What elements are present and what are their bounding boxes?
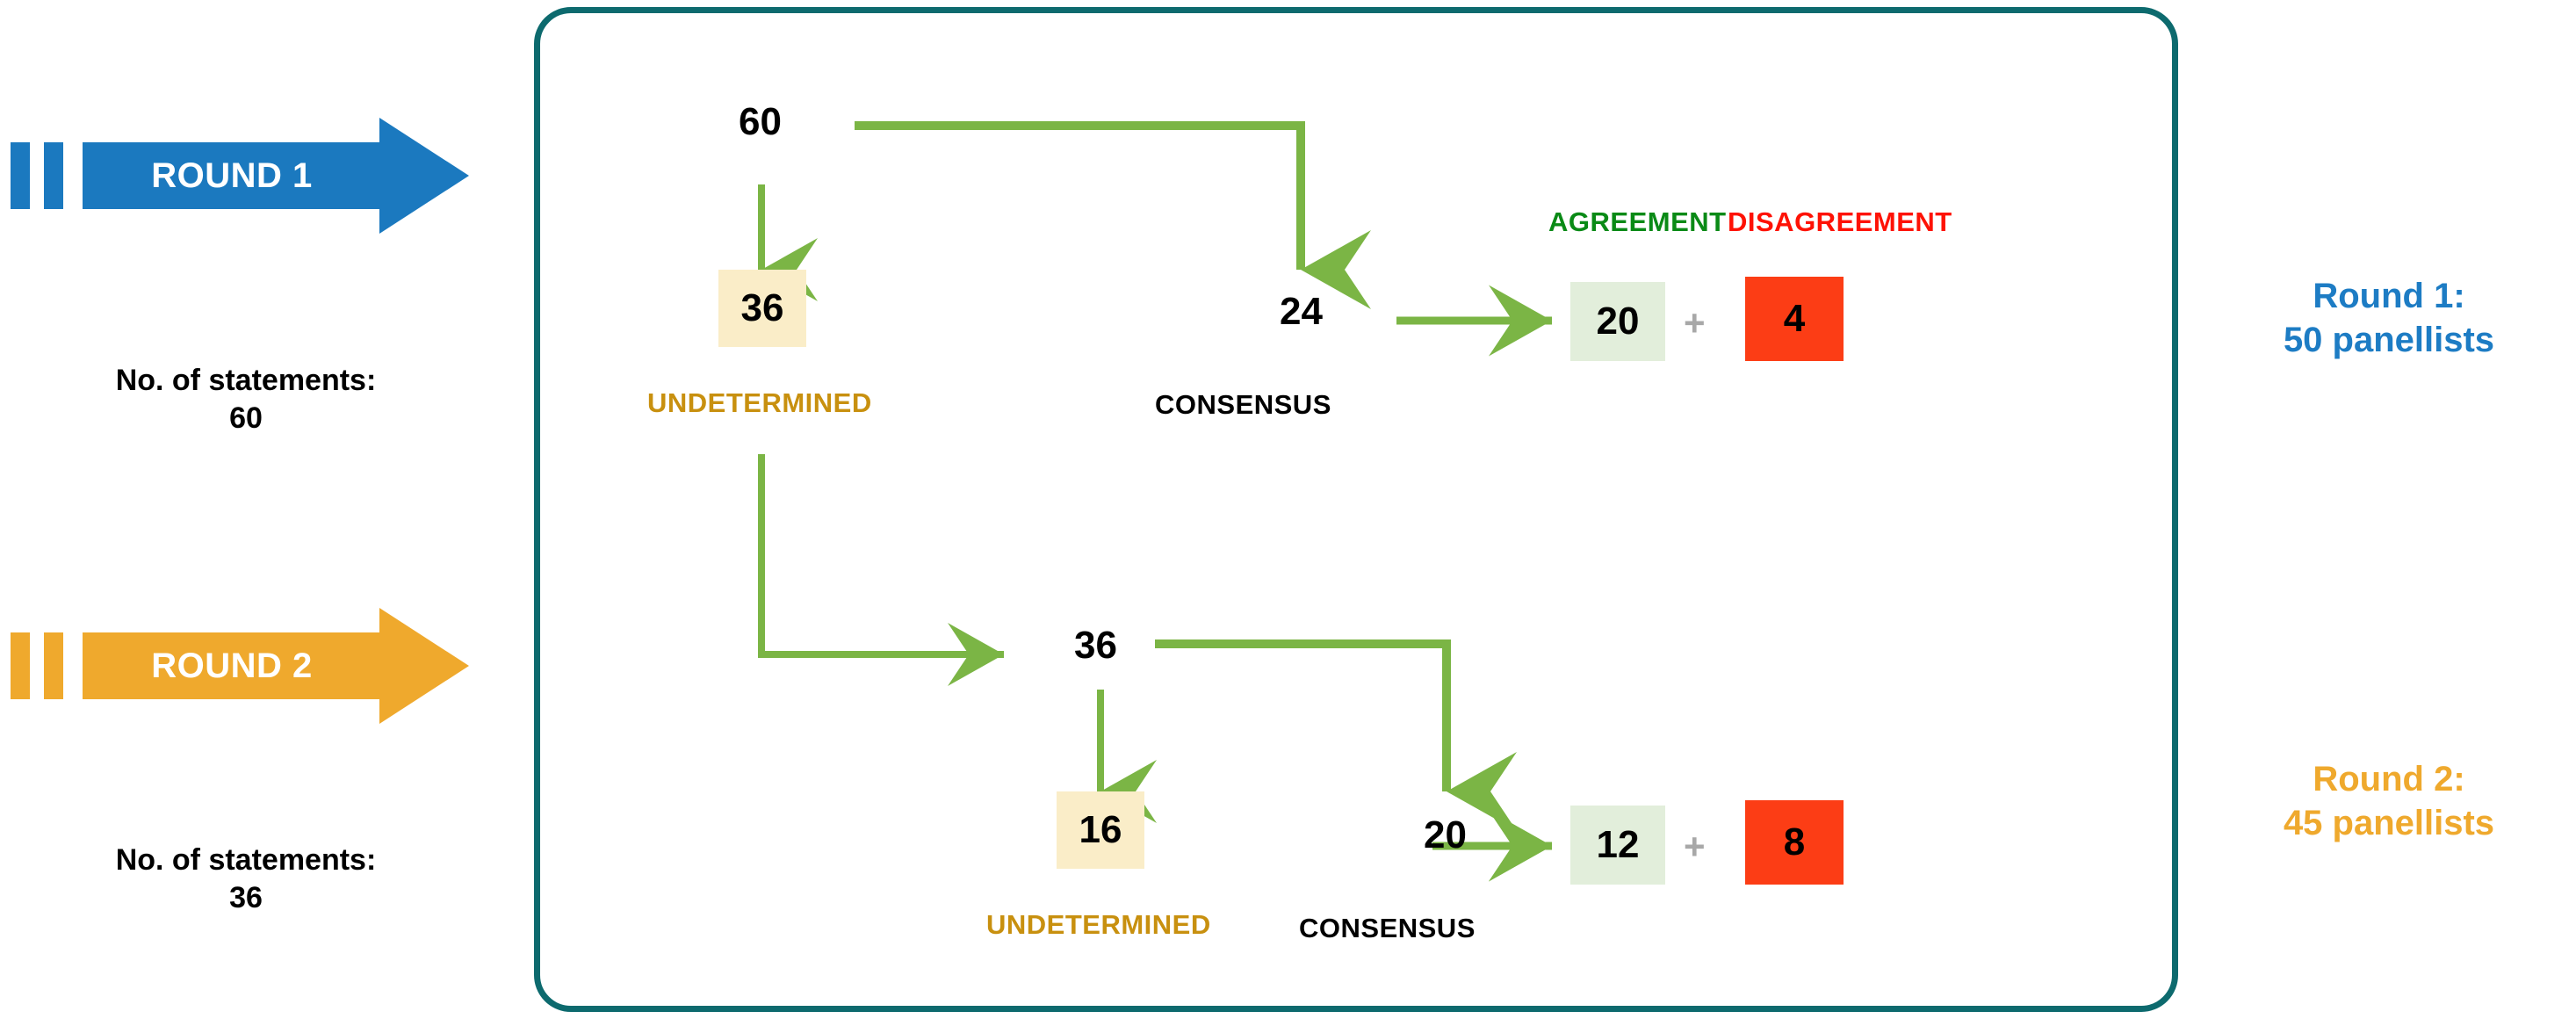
row2-agreement-value: 12 <box>1596 823 1640 866</box>
row2-undetermined-value: 16 <box>1079 808 1122 851</box>
round-2-statements-value: 36 <box>229 880 263 914</box>
round-2-statements: No. of statements: 36 <box>26 842 465 916</box>
row1-undetermined-caption: UNDETERMINED <box>647 387 872 418</box>
row2-plus-icon: + <box>1684 826 1706 867</box>
row2-consensus-caption: CONSENSUS <box>1299 913 1476 943</box>
round-2-arrow-head <box>379 608 469 724</box>
round-2-panellists-note: Round 2: 45 panellists <box>2213 757 2565 845</box>
row1-undetermined-box: 36 <box>718 270 806 347</box>
column-header-disagreement: DISAGREEMENT <box>1728 206 1952 237</box>
flow-panel: AGREEMENT DISAGREEMENT 60 36 UNDETERMINE… <box>534 7 2178 1012</box>
round-1-panellists-line2: 50 panellists <box>2283 321 2495 359</box>
round-1-statements-label: No. of statements: <box>115 364 377 397</box>
row2-undetermined-caption: UNDETERMINED <box>986 909 1211 940</box>
round-2-panellists-line2: 45 panellists <box>2283 804 2495 842</box>
row2-agreement-box: 12 <box>1570 806 1665 885</box>
round-1-statements-value: 60 <box>229 401 263 435</box>
connector-arrows <box>758 121 1552 882</box>
row1-input-value: 60 <box>739 100 782 143</box>
round-1-statements: No. of statements: 60 <box>26 362 465 437</box>
round-1-tail-bar-2 <box>44 142 63 209</box>
round-2-tail-bar-2 <box>44 632 63 699</box>
round-1-arrow-head <box>379 118 469 234</box>
row2-disagreement-value: 8 <box>1783 820 1806 863</box>
column-header-agreement: AGREEMENT <box>1548 206 1727 237</box>
row1-consensus-value: 24 <box>1280 290 1323 333</box>
round-2-arrow-body: ROUND 2 <box>83 608 469 724</box>
round-1-panellists-line1: Round 1: <box>2313 277 2465 315</box>
round-1-arrow-body: ROUND 1 <box>83 118 469 234</box>
round-2-panellists-line1: Round 2: <box>2313 760 2465 798</box>
round-1-arrow-label: ROUND 1 <box>151 155 313 195</box>
row1-agreement-box: 20 <box>1570 282 1665 361</box>
row2-disagreement-box: 8 <box>1745 800 1844 885</box>
row1-consensus-caption: CONSENSUS <box>1155 389 1331 420</box>
row1-agreement-value: 20 <box>1596 300 1640 343</box>
row2-undetermined-box: 16 <box>1057 791 1144 869</box>
row1-disagreement-value: 4 <box>1783 297 1806 340</box>
row1-undetermined-value: 36 <box>740 286 784 329</box>
round-2-tail-bar-1 <box>11 632 30 699</box>
row2-input-value: 36 <box>1074 624 1117 667</box>
round-2-arrow: ROUND 2 <box>11 608 469 724</box>
row2-consensus-value: 20 <box>1424 813 1467 856</box>
round-2-arrow-label: ROUND 2 <box>151 646 313 685</box>
round-1-panellists-note: Round 1: 50 panellists <box>2213 274 2565 362</box>
row1-plus-icon: + <box>1684 302 1706 343</box>
row1-disagreement-box: 4 <box>1745 277 1844 361</box>
round-1-arrow: ROUND 1 <box>11 118 469 234</box>
round-1-tail-bar-1 <box>11 142 30 209</box>
round-2-statements-label: No. of statements: <box>115 843 377 877</box>
